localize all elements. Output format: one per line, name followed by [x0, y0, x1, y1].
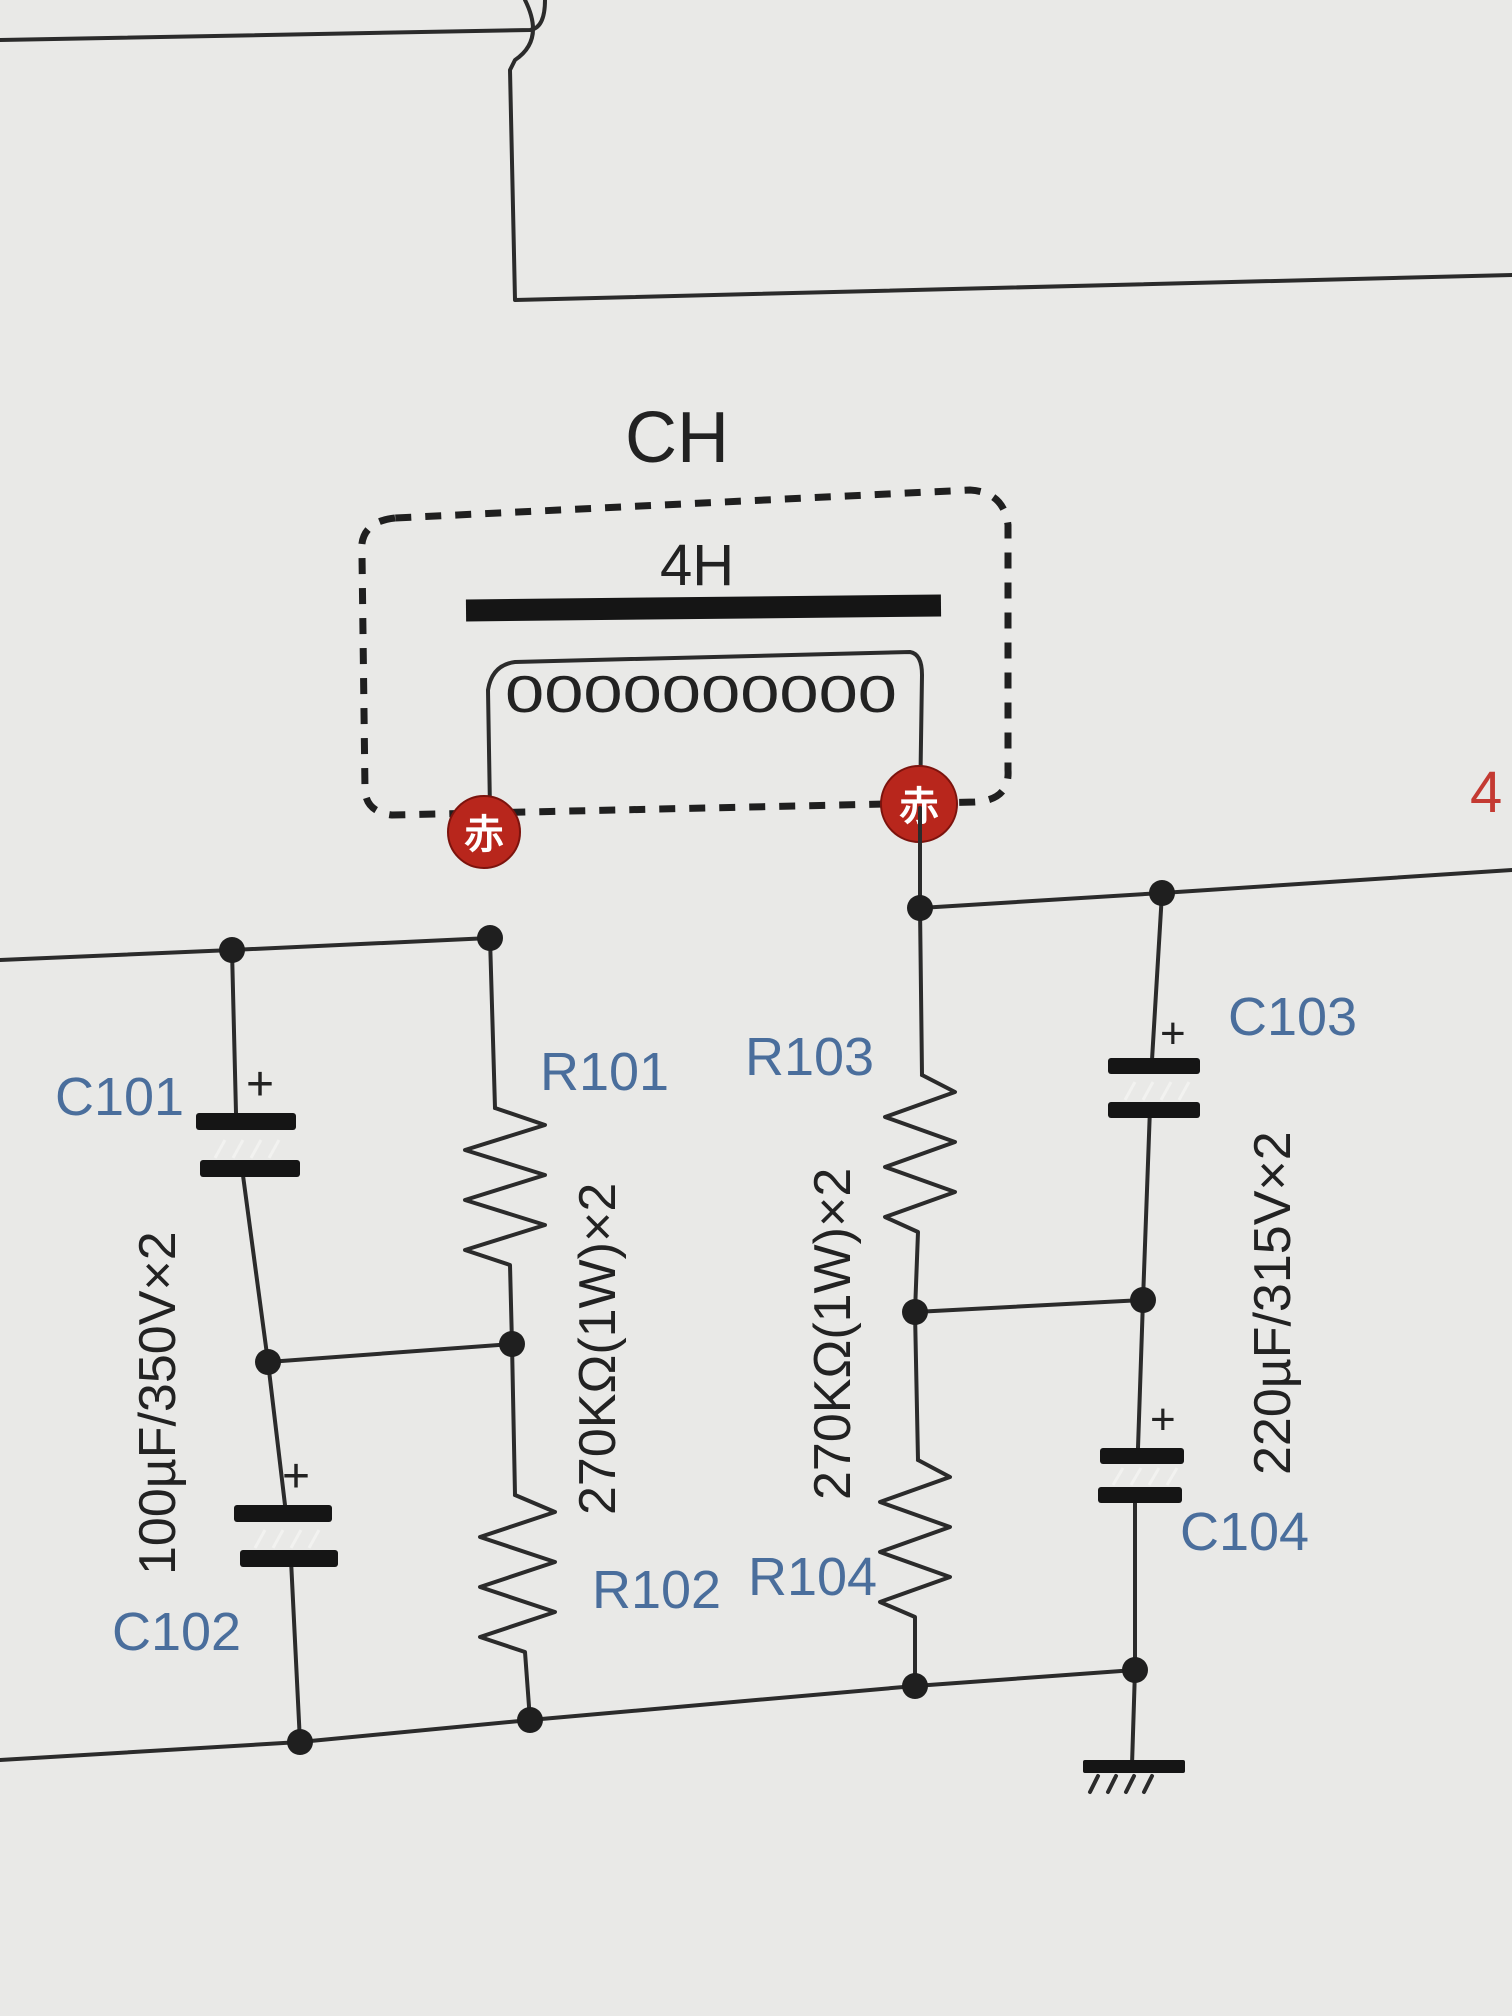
- label-r101: R101: [540, 1042, 669, 1102]
- label-c101: C101: [55, 1067, 184, 1127]
- cap-chain-right: + +: [1083, 891, 1200, 1794]
- resistor-r101: [463, 1106, 547, 1346]
- right-res-value: 270KΩ(1W)×2: [804, 1168, 862, 1500]
- label-c103: C103: [1228, 987, 1357, 1047]
- resistor-r102: [478, 1493, 557, 1722]
- res-chain-right: [878, 806, 957, 1688]
- choke-ch: 0000000000 CH 4H 赤 赤: [358, 398, 1012, 869]
- capacitor-c103: [1108, 1058, 1200, 1118]
- label-c104: C104: [1180, 1502, 1309, 1562]
- left-supply-wire: [0, 936, 492, 962]
- resistor-r104: [878, 1458, 952, 1688]
- choke-winding-leads: [486, 650, 924, 812]
- label-r102: R102: [592, 1560, 721, 1620]
- left-res-value: 270KΩ(1W)×2: [569, 1183, 627, 1515]
- ground-symbol: [1083, 1760, 1185, 1794]
- right-supply-wire: [918, 868, 1512, 910]
- c103-plus: +: [1160, 1009, 1186, 1058]
- left-midpoint-wire: [266, 1342, 514, 1364]
- junction-dots: [219, 880, 1175, 1755]
- res-chain-left: [463, 936, 557, 1722]
- choke-coil-turns: 0000000000: [505, 666, 897, 724]
- terminal-left: 赤: [447, 795, 521, 869]
- ground-wire: [0, 1668, 1137, 1762]
- edge-label: 4: [1470, 760, 1502, 825]
- upper-wiring: [0, 0, 1512, 302]
- left-cap-rating: 100µF/350V×2: [129, 1231, 187, 1575]
- resistor-r103: [883, 1073, 957, 1314]
- capacitor-c102: [234, 1505, 338, 1567]
- label-r103: R103: [745, 1027, 874, 1087]
- choke-dashed-enclosure: [358, 486, 1012, 819]
- right-cap-rating: 220µF/315V×2: [1244, 1131, 1302, 1475]
- terminal-left-mark: 赤: [464, 812, 504, 858]
- value-labels: 100µF/350V×2 270KΩ(1W)×2 270KΩ(1W)×2 220…: [129, 1131, 1302, 1575]
- right-midpoint-wire: [913, 1298, 1145, 1314]
- label-c102: C102: [112, 1602, 241, 1662]
- capacitor-c101: [196, 1113, 300, 1177]
- choke-name: CH: [625, 398, 729, 478]
- c102-plus: +: [282, 1450, 310, 1503]
- c101-plus: +: [246, 1058, 274, 1111]
- label-r104: R104: [748, 1547, 877, 1607]
- choke-value: 4H: [660, 533, 734, 598]
- capacitor-c104: [1098, 1448, 1184, 1503]
- reference-labels: C101 C102 C103 C104 R101 R103 R102 R104: [55, 987, 1357, 1662]
- c104-plus: +: [1150, 1395, 1176, 1444]
- choke-core-bar: [465, 594, 942, 622]
